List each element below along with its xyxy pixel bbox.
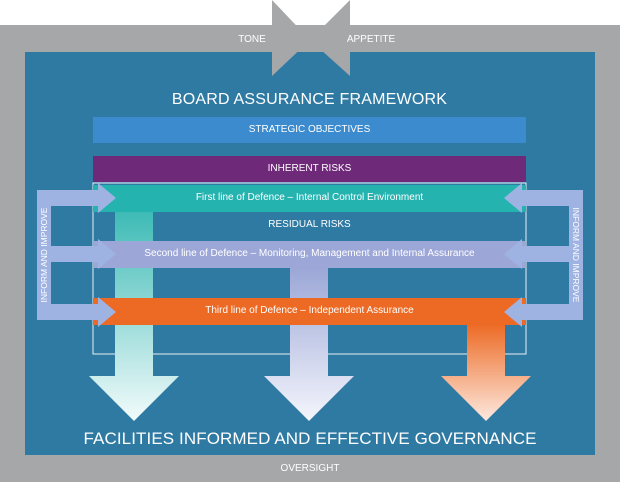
right-feedback-rail <box>569 190 583 320</box>
inherent-risks-bar <box>93 156 526 182</box>
strategic-objectives-bar <box>93 117 526 143</box>
down-arrow-orange <box>441 324 531 421</box>
down-arrow-lavender <box>264 266 354 421</box>
right-arrow-second <box>504 239 569 269</box>
oversight-label: OVERSIGHT <box>280 463 340 474</box>
second-line-bar <box>93 241 526 268</box>
tone-label: TONE <box>238 34 266 45</box>
bowtie-right <box>310 0 350 76</box>
left-arrow-third <box>37 297 116 327</box>
right-arrow-third <box>504 297 583 327</box>
residual-risks-label: RESIDUAL RISKS <box>268 219 351 230</box>
bowtie-left <box>272 0 310 76</box>
appetite-label: APPETITE <box>346 34 396 45</box>
left-arrow-first <box>37 183 116 213</box>
first-line-bar <box>93 185 526 212</box>
third-line-label: Third line of Defence – Independent Assu… <box>205 305 414 316</box>
second-line-label: Second line of Defence – Monitoring, Man… <box>144 248 475 259</box>
strategic-objectives-label: STRATEGIC OBJECTIVES <box>248 124 371 135</box>
first-line-label: First line of Defence – Internal Control… <box>195 192 424 203</box>
inherent-risks-label: INHERENT RISKS <box>267 163 352 174</box>
left-feedback-rail <box>37 190 51 320</box>
left-inform-improve-label: INFORM AND IMPROVE <box>39 207 49 303</box>
left-arrow-second <box>51 239 116 269</box>
right-inform-improve-label: INFORM AND IMPROVE <box>571 207 581 303</box>
framework-title: BOARD ASSURANCE FRAMEWORK <box>171 91 448 108</box>
third-line-bar <box>93 298 526 325</box>
right-arrow-first <box>504 183 583 213</box>
governance-title: FACILITIES INFORMED AND EFFECTIVE GOVERN… <box>83 429 537 448</box>
